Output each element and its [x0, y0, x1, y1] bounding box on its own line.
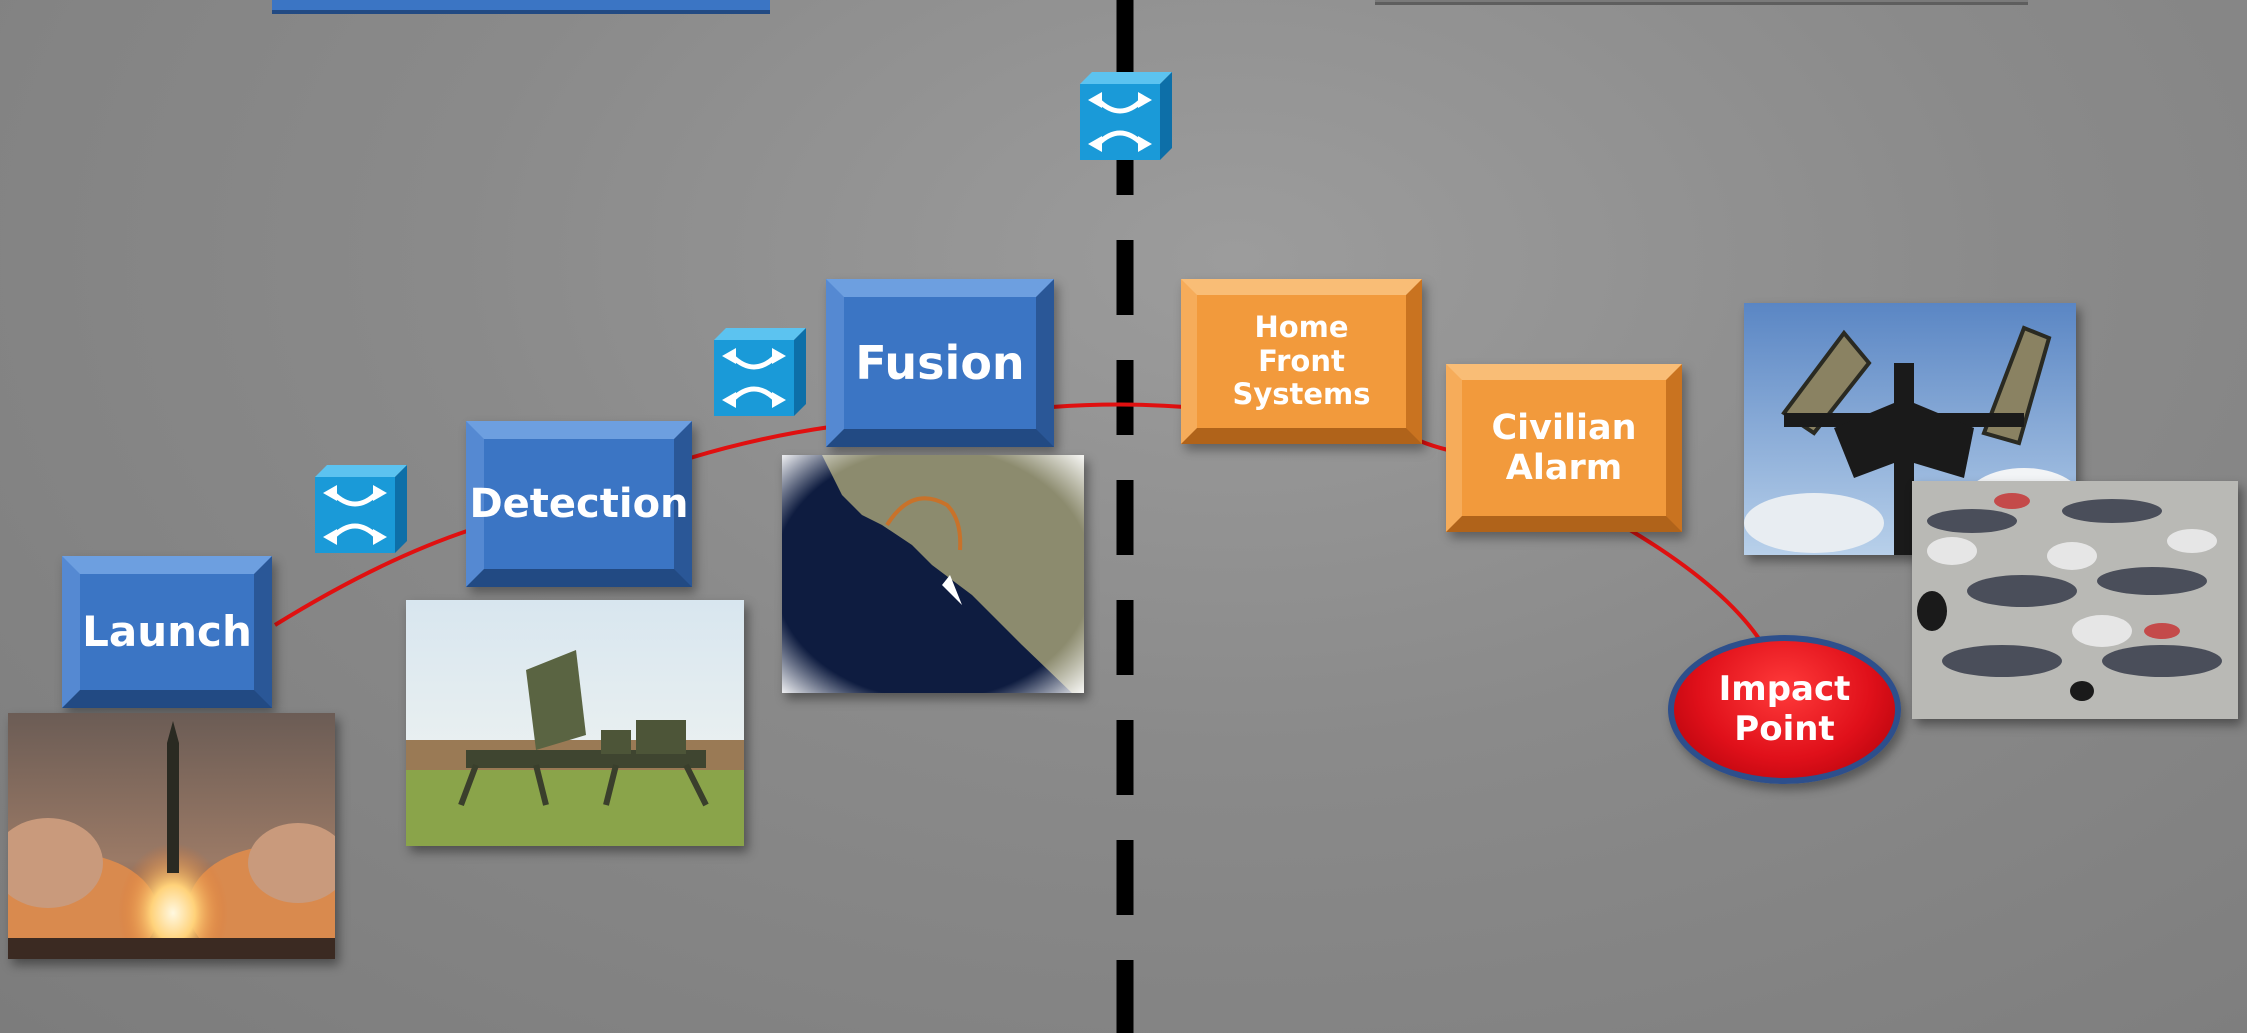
top-right-box-edge	[1375, 0, 2028, 5]
detection-node: Detection	[466, 421, 692, 587]
fusion-homefront-connector	[1051, 402, 1186, 409]
switch-icon	[1080, 72, 1172, 160]
fusion-label: Fusion	[855, 335, 1025, 390]
people-taking-cover-photo	[1912, 481, 2238, 719]
launch-detection-connector	[273, 528, 471, 627]
radar-photo	[406, 600, 744, 846]
home-front-systems-node: Home Front Systems	[1181, 279, 1422, 444]
impact-point-label: Impact Point	[1718, 669, 1851, 749]
home-front-systems-label: Home Front Systems	[1232, 310, 1371, 412]
top-left-box-edge	[272, 0, 770, 14]
launch-node: Launch	[62, 556, 272, 708]
homefront-alarm-connector	[1419, 439, 1449, 452]
missile-launch-photo	[8, 713, 335, 959]
fusion-node: Fusion	[826, 279, 1054, 447]
switch-icon	[714, 328, 806, 416]
alarm-impact-connector	[1628, 528, 1767, 650]
detection-fusion-connector	[689, 425, 831, 460]
civilian-alarm-label: Civilian Alarm	[1491, 407, 1637, 488]
launch-label: Launch	[82, 606, 252, 656]
map-trajectory-photo	[782, 455, 1084, 693]
detection-label: Detection	[469, 481, 689, 527]
impact-point-node: Impact Point	[1668, 635, 1901, 784]
switch-icon	[315, 465, 407, 553]
civilian-alarm-node: Civilian Alarm	[1446, 364, 1682, 532]
